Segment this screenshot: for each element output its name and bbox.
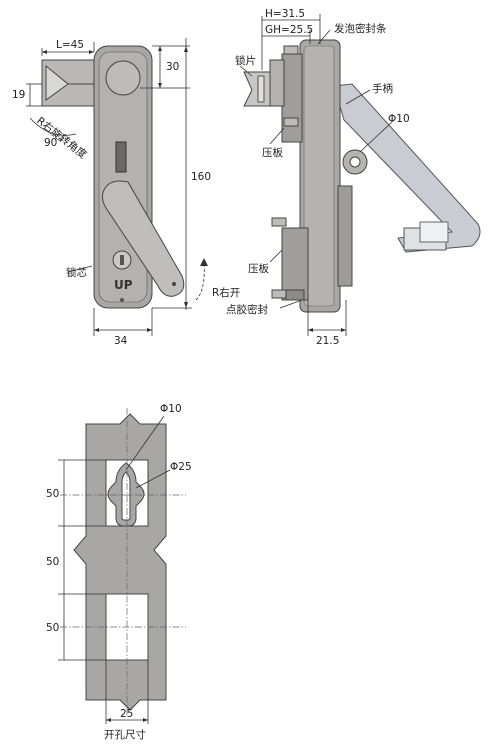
top-boss [105, 60, 141, 96]
phi10-label-side: Φ10 [388, 113, 410, 125]
foam-seal-label: 发泡密封条 [334, 22, 387, 35]
dim-gh: GH=25.5 [265, 24, 313, 36]
cam-label: 锁片 [235, 54, 256, 67]
dim-50-mid: 50 [46, 556, 59, 568]
cutout-caption: 开孔尺寸 [104, 728, 146, 741]
dim-top-30: 30 [166, 61, 179, 73]
up-mark: UP [114, 278, 133, 292]
panel-cutout-plate [73, 413, 167, 711]
glue-seal-label: 点胶密封 [226, 303, 268, 316]
dim-50-top: 50 [46, 488, 59, 500]
handle-slot [115, 141, 127, 173]
plate-label-upper: 压板 [262, 146, 283, 159]
dim-h: H=31.5 [265, 8, 305, 20]
cutout-view: 50 50 50 Φ10 Φ25 25 开孔尺寸 [46, 403, 192, 741]
handle-front [101, 180, 185, 297]
dim-height-19: 19 [12, 89, 25, 101]
dim-depth-215: 21.5 [316, 335, 339, 347]
dim-50-bottom: 50 [46, 622, 59, 634]
front-view: UP L=45 19 30 160 34 90° R右旋转角度 [12, 38, 240, 347]
side-view: H=31.5 GH=25.5 发泡密封条 锁片 手柄 Φ10 压板 压板 点胶密… [226, 8, 481, 347]
phi25-label: Φ25 [170, 461, 192, 473]
cam-side [243, 71, 271, 107]
plate-label-lower: 压板 [248, 262, 269, 275]
dim-width-45: L=45 [56, 39, 84, 51]
rotation-label: R右旋转角度 [34, 114, 90, 161]
latch-cam [41, 59, 99, 107]
dim-width-25: 25 [120, 708, 133, 720]
dim-total-160: 160 [191, 171, 211, 183]
handle-label: 手柄 [372, 82, 393, 95]
dim-bottom-34: 34 [114, 335, 128, 347]
open-direction-label: R右开 [212, 286, 240, 299]
cylinder-label: 锁芯 [66, 266, 87, 279]
angle-90: 90° [44, 137, 63, 149]
phi10-label-cutout: Φ10 [160, 403, 182, 415]
